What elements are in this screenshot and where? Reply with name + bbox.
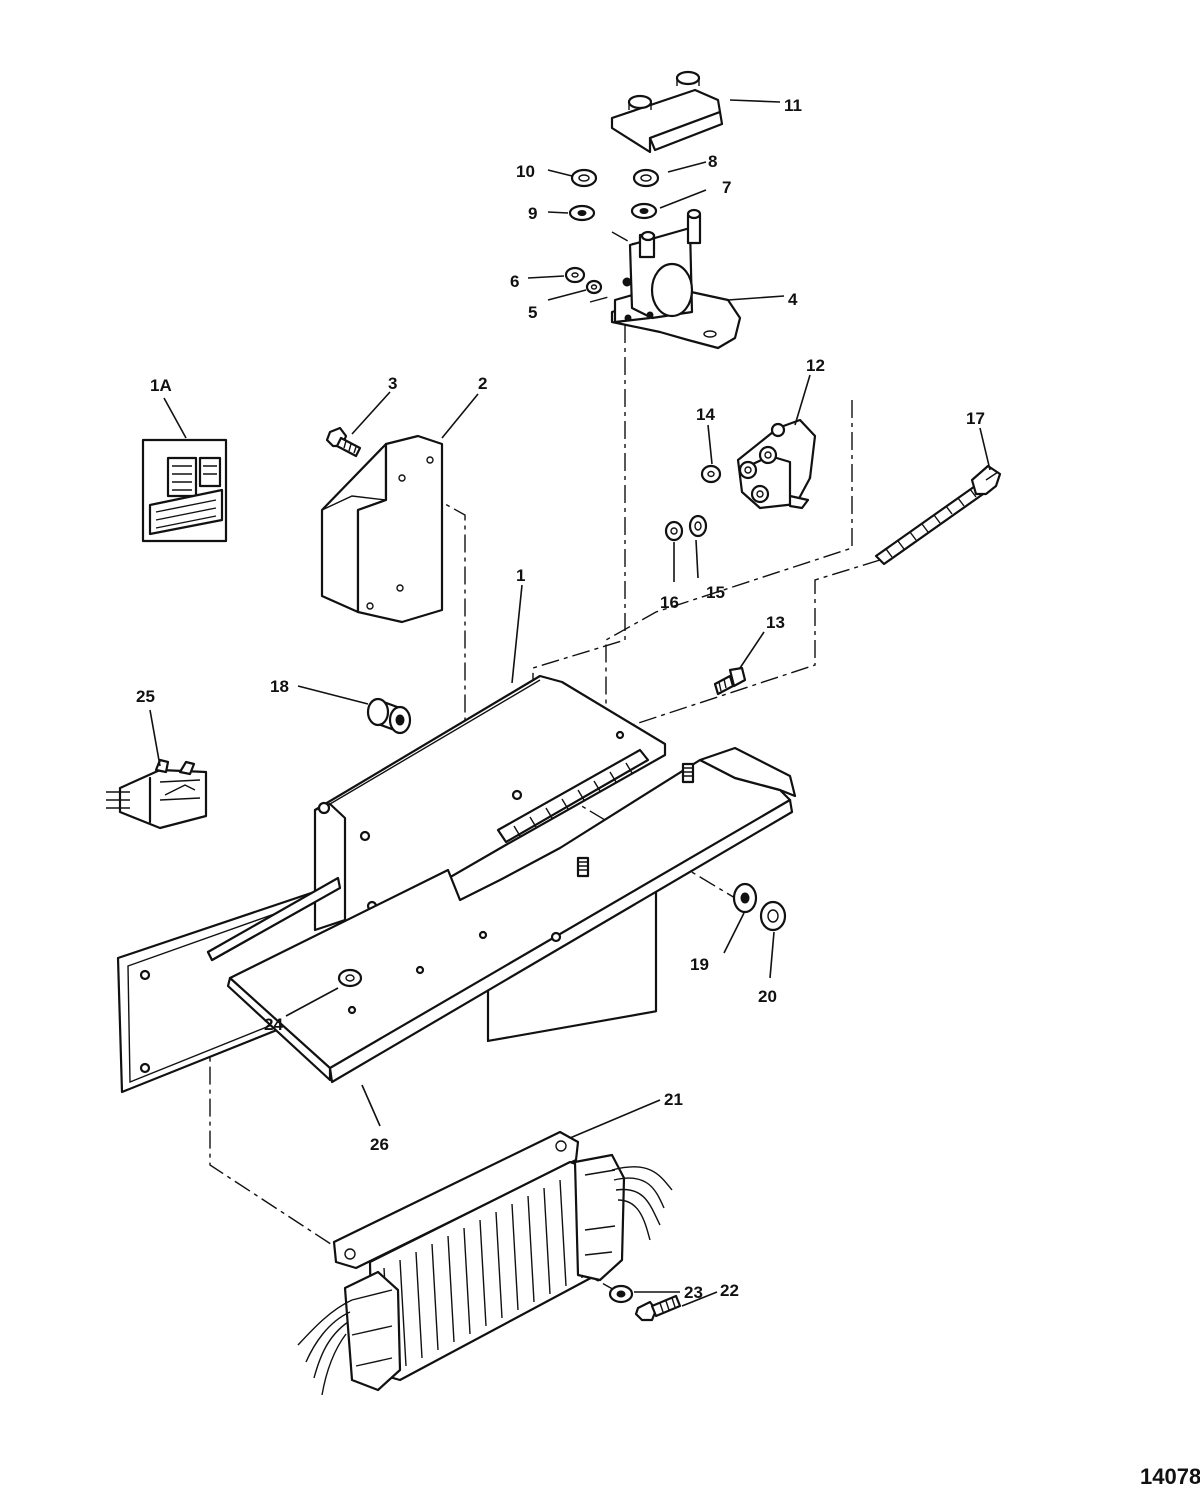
part-2-module (320, 434, 444, 624)
part-15-washer (688, 514, 708, 538)
callout-4: 4 (788, 290, 798, 309)
figure-id: 14078 (1140, 1464, 1200, 1489)
callout-1a: 1A (150, 376, 172, 395)
part-7-washer (630, 202, 658, 220)
callout-24: 24 (264, 1015, 283, 1034)
callout-10: 10 (516, 162, 535, 181)
callout-17: 17 (966, 409, 985, 428)
part-13-screw (713, 666, 747, 696)
part-22-bolt (634, 1294, 682, 1322)
callout-20: 20 (758, 987, 777, 1006)
part-17-long-bolt (874, 464, 1002, 566)
callout-22: 22 (720, 1281, 739, 1300)
part-8-nut (632, 168, 660, 188)
callout-5: 5 (528, 303, 537, 322)
callout-2: 2 (478, 374, 487, 393)
part-3-screw (325, 426, 362, 458)
callout-6: 6 (510, 272, 519, 291)
part-25-connector (106, 758, 208, 830)
callout-19: 19 (690, 955, 709, 974)
part-6-nut (564, 266, 586, 284)
part-19-washer (732, 882, 758, 914)
callout-15: 15 (706, 583, 725, 602)
callout-11: 11 (784, 96, 802, 115)
part-1a-decal (141, 438, 228, 543)
callout-9: 9 (528, 204, 537, 223)
callout-25: 25 (136, 687, 155, 706)
part-12-relay (736, 418, 817, 510)
part-14-nut (700, 464, 722, 484)
part-24-nut (337, 968, 363, 988)
part-18-spacer (366, 697, 412, 735)
callout-18: 18 (270, 677, 289, 696)
part-5-nut (585, 279, 603, 295)
part-11-clamp-bracket (610, 70, 724, 154)
callout-1: 1 (516, 566, 525, 585)
part-9-washer (568, 204, 596, 222)
callout-12: 12 (806, 356, 825, 375)
leader-lines (149, 99, 991, 1307)
part-4-solenoid (610, 208, 742, 350)
callout-26: 26 (370, 1135, 389, 1154)
part-23-washer (608, 1284, 634, 1304)
part-20-nut (759, 900, 787, 932)
callout-labels: 11 10 8 9 7 6 5 4 1A 3 2 12 14 17 16 15 … (136, 96, 985, 1302)
part-1-bracket-tray (206, 674, 797, 1084)
callout-21: 21 (664, 1090, 683, 1109)
callout-16: 16 (660, 593, 679, 612)
callout-3: 3 (388, 374, 397, 393)
callout-14: 14 (696, 405, 715, 424)
part-21-control-module (297, 1130, 673, 1396)
callout-7: 7 (722, 178, 731, 197)
part-10-nut (570, 168, 598, 188)
part-16-nut (664, 520, 684, 542)
callout-8: 8 (708, 152, 717, 171)
callout-13: 13 (766, 613, 785, 632)
callout-23: 23 (684, 1283, 703, 1302)
